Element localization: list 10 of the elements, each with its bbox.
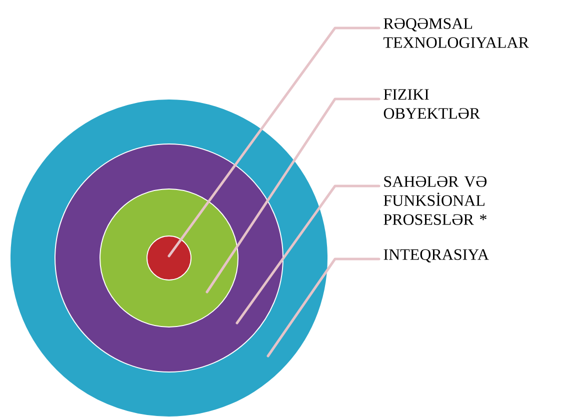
leader-line bbox=[266, 258, 380, 358]
label-text: INTEQRASIYA bbox=[384, 249, 489, 262]
label-text: RƏQƏMSAL TEXNOLOGIYALAR bbox=[384, 18, 529, 48]
leader-line bbox=[236, 184, 380, 324]
label-text: FIZIKI OBYEKTLƏR bbox=[384, 89, 480, 119]
ring bbox=[100, 188, 238, 328]
ring bbox=[146, 236, 192, 280]
leader-line bbox=[168, 26, 380, 258]
leader-line bbox=[206, 98, 380, 294]
label-text: SAHƏLƏR VƏ FUNKSİONAL PROSESLƏR * bbox=[384, 176, 487, 225]
